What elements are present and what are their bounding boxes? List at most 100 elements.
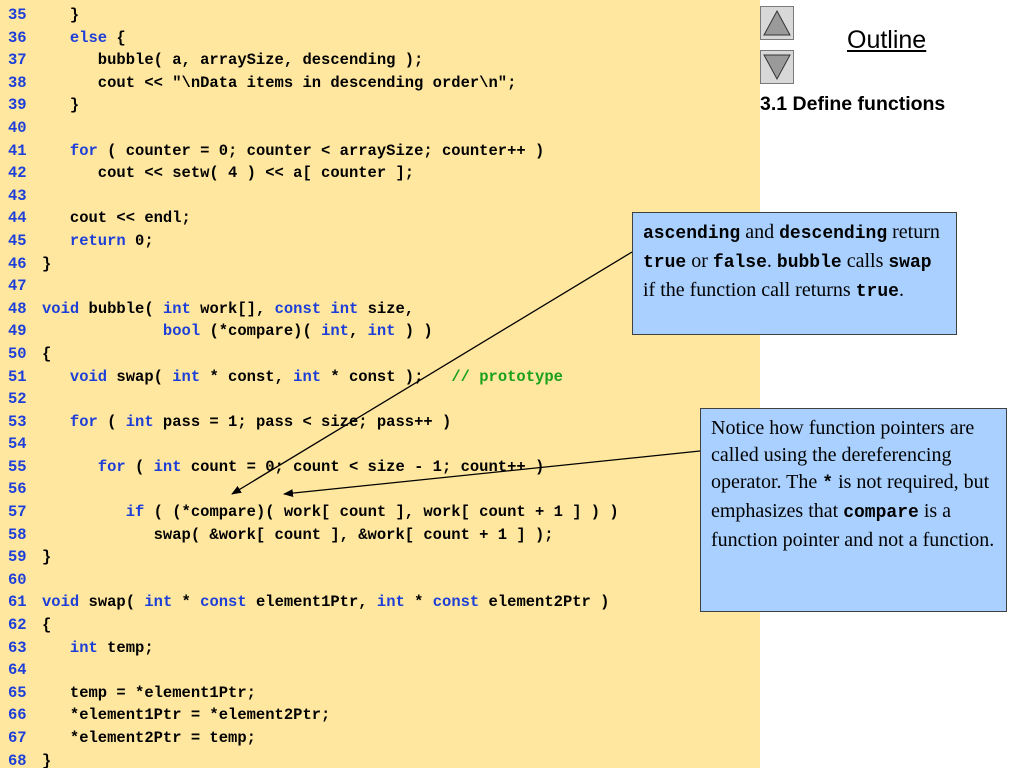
keyword: int <box>144 593 173 612</box>
code-text: temp; <box>97 638 154 657</box>
keyword: for <box>97 457 126 476</box>
keyword: const <box>274 299 322 318</box>
callout-text: Notice how function pointers are called … <box>711 417 975 493</box>
code-term: true <box>643 253 687 273</box>
code-term: compare <box>843 503 919 523</box>
code-line: 67 *element2Ptr = temp; <box>0 727 619 750</box>
triangle-up-icon <box>763 9 791 36</box>
code-term: swap <box>888 253 932 273</box>
code-line: 54 <box>0 433 619 456</box>
line-number: 61 <box>8 593 27 612</box>
line-number: 40 <box>8 118 27 137</box>
line-number: 52 <box>8 390 27 409</box>
code-line: 43 <box>0 185 619 208</box>
line-number: 60 <box>8 570 27 589</box>
code-text: bubble( a, arraySize, descending ); <box>42 51 424 70</box>
code-line: 57 if ( (*compare)( work[ count ], work[… <box>0 501 619 524</box>
code-text <box>42 322 163 340</box>
code-text: } <box>42 751 52 768</box>
line-number: 57 <box>8 503 27 522</box>
callout-text: or <box>686 250 713 272</box>
line-number: 38 <box>8 73 27 92</box>
callout-text: . <box>766 250 777 272</box>
code-text: , <box>348 322 368 341</box>
code-line: 38 cout << "\nData items in descending o… <box>0 72 619 95</box>
code-line: 62{ <box>0 614 619 637</box>
code-text: cout << setw( 4 ) << a[ counter ]; <box>42 164 415 183</box>
keyword: else <box>69 28 108 47</box>
next-slide-button[interactable] <box>760 50 794 84</box>
callout-text: and <box>740 221 780 243</box>
line-number: 46 <box>8 254 27 273</box>
code-text: ) ) <box>395 322 433 341</box>
code-term: false <box>712 253 767 273</box>
code-text <box>42 29 70 47</box>
code-text: * const ); <box>321 367 452 386</box>
code-text: count = 0; count < size - 1; count++ ) <box>181 457 545 476</box>
keyword: const <box>200 593 247 612</box>
code-text: } <box>42 96 80 115</box>
line-number: 44 <box>8 209 27 228</box>
keyword: for <box>69 412 98 431</box>
line-number: 43 <box>8 186 27 205</box>
keyword: int <box>172 367 201 386</box>
code-text: { <box>107 28 126 47</box>
code-line: 44 cout << endl; <box>0 207 619 230</box>
code-text: } <box>42 6 80 24</box>
code-line: 50{ <box>0 343 619 366</box>
code-line: 40 <box>0 117 619 140</box>
code-line: 35 } <box>0 4 619 27</box>
callout-text: . <box>898 279 904 301</box>
keyword: int <box>321 322 349 341</box>
code-text: (*compare)( <box>200 322 322 341</box>
code-line: 59} <box>0 546 619 569</box>
code-line: 45 return 0; <box>0 230 619 253</box>
line-number: 59 <box>8 548 27 567</box>
code-text <box>42 413 70 431</box>
callout-ascending-descending: ascending and descending return true or … <box>632 212 957 335</box>
code-term: true <box>855 282 899 302</box>
line-number: 45 <box>8 231 27 250</box>
code-line: 36 else { <box>0 27 619 50</box>
code-line: 37 bubble( a, arraySize, descending ); <box>0 49 619 72</box>
code-line: 64 <box>0 659 619 682</box>
line-number: 62 <box>8 616 27 635</box>
line-number: 51 <box>8 367 27 386</box>
line-number: 41 <box>8 141 27 160</box>
code-text: swap( <box>107 367 173 386</box>
code-panel: 35 }36 else {37 bubble( a, arraySize, de… <box>0 0 760 768</box>
code-text: ( <box>125 457 154 476</box>
callout-function-pointers: Notice how function pointers are called … <box>700 408 1007 612</box>
code-text: } <box>42 548 52 567</box>
code-text: 0; <box>125 231 154 250</box>
code-text: *element2Ptr = temp; <box>42 729 256 747</box>
keyword: int <box>162 299 191 318</box>
code-text: swap( &work[ count ], &work[ count + 1 ]… <box>42 525 554 544</box>
code-text: } <box>42 254 52 273</box>
code-text: ( counter = 0; counter < arraySize; coun… <box>97 141 545 160</box>
line-number: 48 <box>8 299 27 318</box>
code-text: element1Ptr, <box>246 593 377 612</box>
code-line: 47 <box>0 275 619 298</box>
keyword: int <box>330 299 359 318</box>
code-text: work[], <box>190 299 275 318</box>
line-number: 49 <box>8 322 27 341</box>
keyword: bool <box>162 322 201 341</box>
outline-link[interactable]: Outline <box>847 26 927 54</box>
keyword: return <box>69 231 126 250</box>
previous-slide-button[interactable] <box>760 6 794 40</box>
line-number: 53 <box>8 412 27 431</box>
code-line: 63 int temp; <box>0 637 619 660</box>
code-text: ( <box>97 412 126 431</box>
line-number: 68 <box>8 751 27 768</box>
line-number: 42 <box>8 164 27 183</box>
code-text <box>42 232 70 250</box>
line-number: 47 <box>8 277 27 296</box>
code-text <box>42 458 98 476</box>
callout-text: calls <box>841 250 889 272</box>
triangle-down-icon <box>763 54 791 81</box>
code-text: swap( <box>79 593 145 612</box>
line-number: 35 <box>8 6 27 24</box>
